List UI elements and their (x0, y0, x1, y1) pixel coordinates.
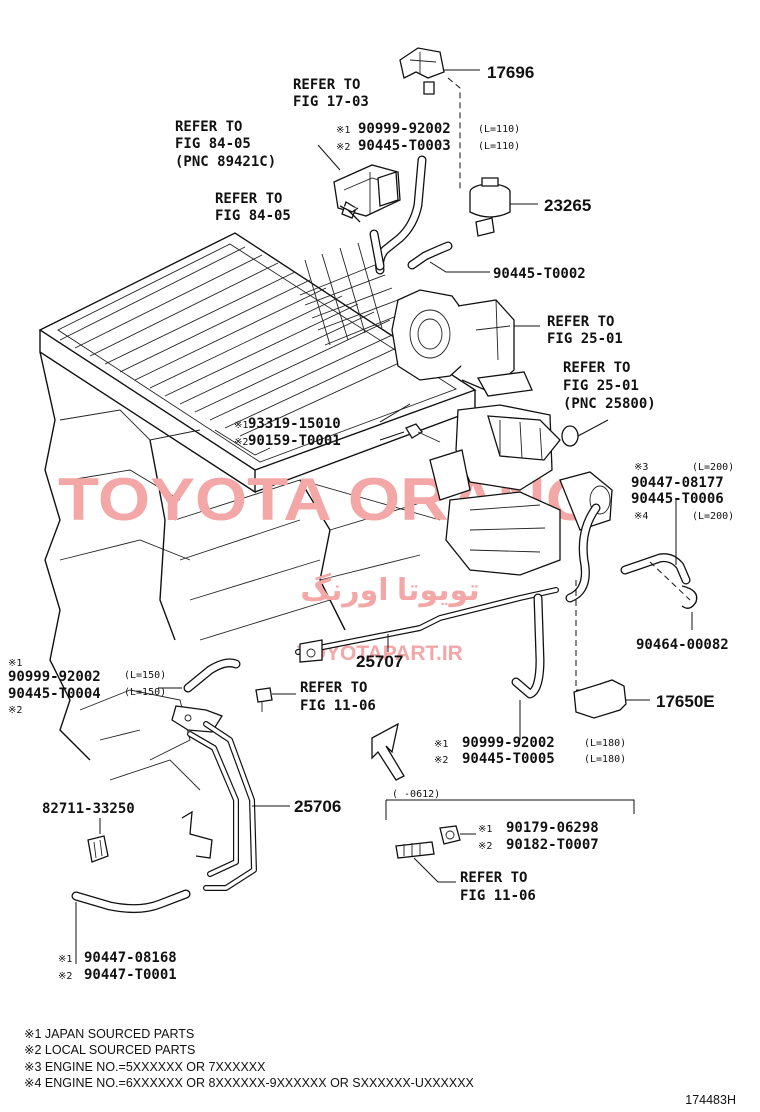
nut-part1: 90179-06298 (506, 820, 599, 836)
hose-top-mark1: ※1 (336, 125, 350, 136)
hose-lower-mark1: ※1 (58, 954, 72, 965)
ref-fig25a-line1: REFER TO (547, 314, 614, 330)
hose-top-part1: 90999-92002 (358, 121, 451, 137)
sensor-89421c (317, 144, 401, 219)
bolt-mid-mark1: ※1 (234, 420, 248, 431)
label-23265: 23265 (544, 196, 591, 215)
footnote-1: ※1 JAPAN SOURCED PARTS (24, 1027, 194, 1041)
ref-fig25b-line3: (PNC 25800) (563, 396, 656, 412)
footnotes: ※1 JAPAN SOURCED PARTS ※2 LOCAL SOURCED … (24, 1027, 475, 1090)
clamp-90464 (681, 585, 698, 630)
hose-left (158, 658, 241, 693)
hose-top (369, 155, 427, 275)
ref-fig25b-line1: REFER TO (563, 360, 630, 376)
label-25706: 25706 (294, 797, 341, 816)
dash-17696 (447, 77, 461, 190)
ref-fig11b-line2: FIG 11-06 (460, 888, 536, 904)
direction-arrow (371, 722, 405, 781)
dash-right (649, 561, 691, 601)
hose-left-mark2: ※2 (8, 705, 22, 716)
bolt-93319 (379, 403, 441, 443)
nut-part2: 90182-T0007 (506, 837, 599, 853)
hose-right (620, 500, 691, 585)
intake-elbow (391, 289, 540, 397)
label-90464: 90464-00082 (636, 637, 729, 653)
ref-fig25b-line2: FIG 25-01 (563, 378, 639, 394)
footnote-4: ※4 ENGINE NO.=6XXXXXX OR 8XXXXXX-9XXXXXX… (24, 1076, 475, 1090)
egr-valve (429, 404, 613, 576)
ref-fig11a-line2: FIG 11-06 (300, 698, 376, 714)
hose-right-mark4: ※4 (634, 511, 648, 522)
dash-17650e (575, 580, 586, 691)
watermark-site: TOYOTAPART.IR (297, 642, 463, 665)
footnote-2: ※2 LOCAL SOURCED PARTS (24, 1043, 195, 1057)
watermark-text-fa: تویوتا اورنگ (300, 572, 479, 608)
hose-bottom-mark1: ※1 (434, 739, 448, 750)
bracket-17696 (399, 47, 480, 95)
bolt-sensor (339, 205, 361, 223)
label-90445-t0002: 90445-T0002 (493, 266, 586, 282)
sensor-17650e (573, 679, 650, 719)
footnote-3: ※3 ENGINE NO.=5XXXXXX OR 7XXXXXX (24, 1060, 266, 1074)
pipe-25707 (295, 587, 559, 663)
ref-fig11a-line1: REFER TO (300, 680, 367, 696)
bolt-mid-part2: 90159-T0001 (248, 433, 341, 449)
figure-number: 174483H (685, 1093, 736, 1107)
ref-fig84b-line2: FIG 84-05 (215, 208, 291, 224)
hose-bottom (511, 593, 545, 740)
nut-mark2: ※2 (478, 841, 492, 852)
ref-fig11b-line1: REFER TO (460, 870, 527, 886)
hose-top-mark2: ※2 (336, 142, 350, 153)
hose-bottom-len1: (L=180) (584, 738, 626, 749)
hose-lower (71, 889, 191, 964)
hose-left-part1: 90999-92002 (8, 669, 101, 685)
clip-82711 (87, 818, 109, 863)
hose-right-mark3: ※3 (634, 462, 648, 473)
bolt-mid-part1: 93319-15010 (248, 416, 341, 432)
hose-lower-part1: 90447-08168 (84, 950, 177, 966)
hose-left-mark1: ※1 (8, 658, 22, 669)
ref-fig17-line1: REFER TO (293, 77, 360, 93)
bolt-11-06 (255, 687, 296, 712)
hose-bottom-len2: (L=180) (584, 754, 626, 765)
ref-fig84a-line2: FIG 84-05 (175, 136, 251, 152)
hose-lower-mark2: ※2 (58, 971, 72, 982)
ref-fig17-line2: FIG 17-03 (293, 94, 369, 110)
hose-right-len2: (L=200) (692, 511, 734, 522)
hose-bottom-part2: 90445-T0005 (462, 751, 555, 767)
hose-left-part2: 90445-T0004 (8, 686, 101, 702)
hose-right-part1: 90447-08177 (631, 475, 724, 491)
bolt-mid-mark2: ※2 (234, 437, 248, 448)
hose-top-len2: (L=110) (478, 141, 520, 152)
hose-right-part2: 90445-T0006 (631, 491, 724, 507)
hose-left-len1: (L=150) (124, 670, 166, 681)
hose-bottom-part1: 90999-92002 (462, 735, 555, 751)
range-note: ( -0612) (392, 789, 440, 800)
vsv-23265 (469, 177, 538, 237)
label-25707: 25707 (356, 652, 403, 671)
pipe-25706 (171, 705, 290, 891)
hose-lower-part2: 90447-T0001 (84, 967, 177, 983)
ref-fig25a-line2: FIG 25-01 (547, 331, 623, 347)
ref-fig84a-line3: (PNC 89421C) (175, 154, 276, 170)
label-17650e: 17650E (656, 692, 715, 711)
label-82711: 82711-33250 (42, 801, 135, 817)
pipe-right (565, 503, 601, 603)
hose-right-len1: (L=200) (692, 462, 734, 473)
engine-block-outline (38, 232, 477, 791)
hose-top-part2: 90445-T0003 (358, 138, 451, 154)
ref-fig84b-line1: REFER TO (215, 191, 282, 207)
ref-fig84a-line1: REFER TO (175, 119, 242, 135)
nut-mark1: ※1 (478, 824, 492, 835)
hose-bottom-mark2: ※2 (434, 755, 448, 766)
detail-box (385, 799, 635, 883)
label-17696: 17696 (487, 63, 534, 82)
hose-top-len1: (L=110) (478, 124, 520, 135)
hose-left-len2: (L=150) (124, 687, 166, 698)
hose-90445-t0002 (407, 241, 490, 273)
